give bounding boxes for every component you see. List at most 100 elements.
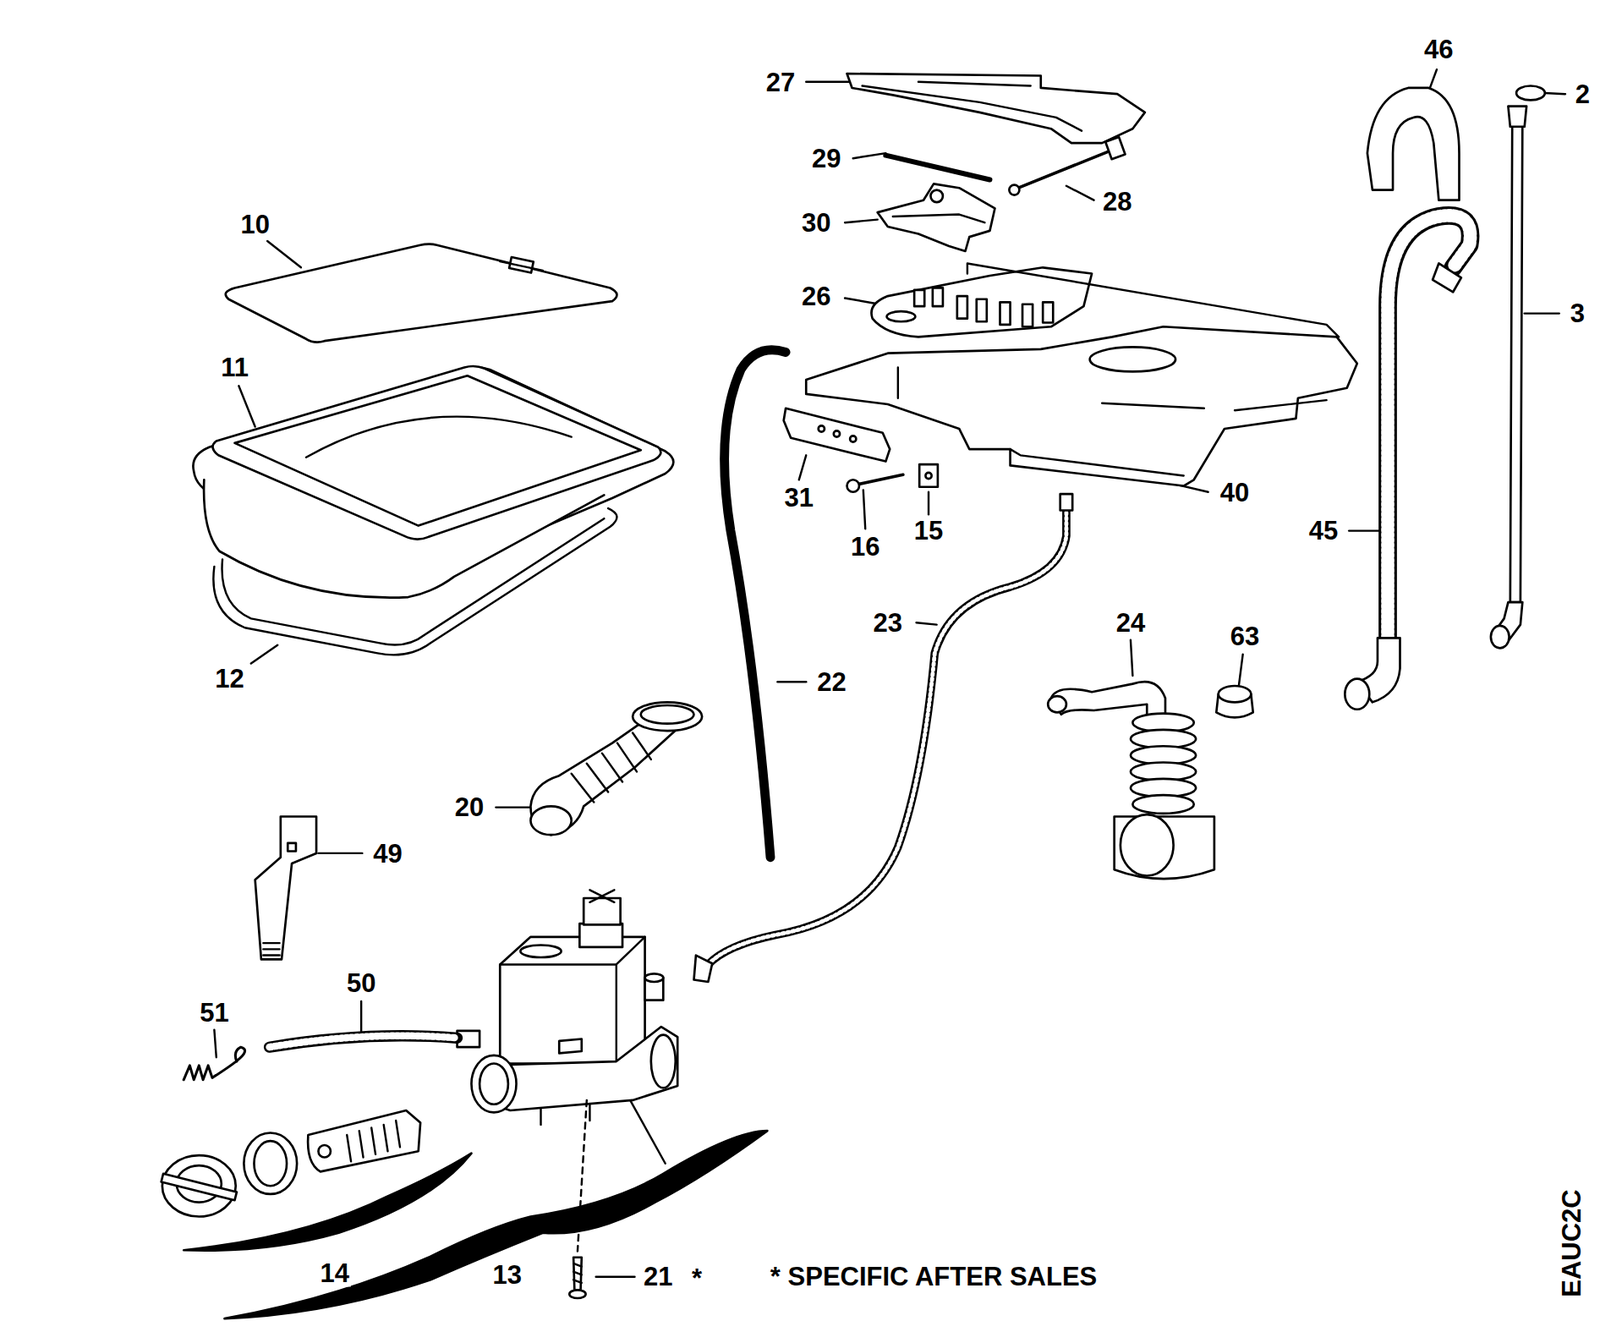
- hose-part: [724, 350, 787, 858]
- callout-number: 22: [815, 668, 848, 696]
- pump-part: [479, 1063, 509, 1104]
- callout-number: 10: [238, 210, 271, 239]
- bellows-part: [1047, 695, 1067, 713]
- callout-number: 15: [912, 516, 945, 545]
- callout-number: 30: [800, 208, 833, 237]
- callout-number: 50: [345, 968, 378, 997]
- dispenser-part: [914, 290, 925, 307]
- flap-part: [263, 942, 280, 955]
- leader-line: [1524, 312, 1560, 314]
- dispenser-part: [957, 295, 968, 319]
- rod-part: [885, 155, 990, 181]
- callout-number: 26: [800, 281, 833, 310]
- leader-line: [777, 680, 806, 683]
- filter-part: [161, 1173, 237, 1200]
- washer-part: [1516, 86, 1546, 101]
- hose-part: [1507, 106, 1527, 127]
- callout-number: 51: [197, 997, 231, 1026]
- clip-part: [1367, 87, 1460, 201]
- hose-part: [694, 955, 713, 982]
- pump-part: [558, 1039, 582, 1054]
- leader-line: [251, 645, 278, 664]
- dispenser-part: [932, 287, 943, 307]
- hinge-part: [877, 183, 996, 252]
- callout-number: 27: [764, 67, 797, 96]
- screw-part: [847, 474, 904, 493]
- gasket-part: [222, 518, 605, 645]
- callout-number: 14: [318, 1258, 351, 1287]
- plate-part: [783, 408, 890, 462]
- flap-part: [287, 843, 296, 852]
- drawer-part: [918, 82, 1031, 87]
- leader-line: [927, 492, 930, 516]
- leader-line: [213, 69, 1566, 1277]
- callout-number: 13: [490, 1260, 523, 1289]
- pump-part: [588, 1104, 591, 1121]
- break-mark: [224, 1130, 768, 1319]
- hose-part: [571, 733, 652, 803]
- hose-part: [1387, 215, 1471, 654]
- lid-part: [225, 244, 618, 343]
- callout-number: 28: [1101, 186, 1134, 215]
- hose-part: [694, 493, 1074, 982]
- callout-number: 20: [453, 793, 486, 822]
- pump-part: [579, 923, 623, 948]
- hose-part: [269, 1035, 458, 1047]
- leader-line: [863, 489, 866, 529]
- asterisk-mark: *: [690, 1263, 704, 1292]
- clip-part: [919, 464, 938, 488]
- callout-number: 31: [783, 482, 816, 511]
- dispenser-part: [1042, 301, 1053, 323]
- gasket-part: [192, 366, 674, 655]
- filter-part: [317, 1145, 330, 1157]
- screw-part: [854, 474, 904, 485]
- clip-part: [1367, 87, 1460, 201]
- callout-number: 11: [219, 353, 251, 382]
- screw-part: [573, 1263, 582, 1283]
- screw-part: [577, 1100, 587, 1252]
- hose-part: [1490, 625, 1510, 649]
- cap-part: [1216, 685, 1253, 718]
- gasket-part: [213, 366, 662, 540]
- hose-part: [1387, 215, 1471, 654]
- screw-part: [847, 479, 860, 492]
- leader-line: [238, 385, 255, 427]
- drawing-code: EAUC2C: [1557, 1187, 1586, 1299]
- pump-part: [520, 945, 561, 958]
- dispenser-part: [898, 367, 1327, 477]
- clip-part: [925, 472, 932, 479]
- hinge-part: [930, 190, 943, 203]
- hinge-part: [877, 183, 996, 252]
- hose-part: [1432, 263, 1462, 292]
- callout-number: 16: [849, 531, 882, 560]
- leader-line: [596, 1275, 636, 1277]
- dispenser-part: [805, 326, 1358, 486]
- screw-part: [573, 1257, 582, 1291]
- callout-number: 45: [1307, 516, 1340, 545]
- filter-part: [346, 1120, 400, 1162]
- bellows-part: [1051, 681, 1166, 717]
- rod-part: [885, 155, 990, 181]
- washer-part: [1516, 86, 1546, 101]
- leader-line: [916, 622, 937, 625]
- filter-part: [307, 1110, 421, 1172]
- hose-part: [707, 502, 1067, 965]
- dispenser-part: [871, 267, 1092, 337]
- lid-part: [225, 244, 618, 343]
- leader-line: [844, 219, 878, 224]
- leader-line: [1066, 186, 1095, 201]
- filter-part: [253, 1140, 287, 1186]
- bellows-part: [1132, 794, 1194, 814]
- leader-line: [267, 241, 302, 268]
- dispenser-part: [1022, 304, 1033, 328]
- spring-part: [183, 1046, 245, 1080]
- hose-part: [1344, 679, 1370, 710]
- drawer-part: [862, 86, 1082, 132]
- dispenser-part: [887, 311, 916, 322]
- screw-part: [569, 1289, 586, 1299]
- pump-part: [589, 889, 614, 902]
- leader-line: [360, 1001, 362, 1033]
- callout-number: 63: [1228, 621, 1261, 650]
- leader-line: [1348, 529, 1380, 532]
